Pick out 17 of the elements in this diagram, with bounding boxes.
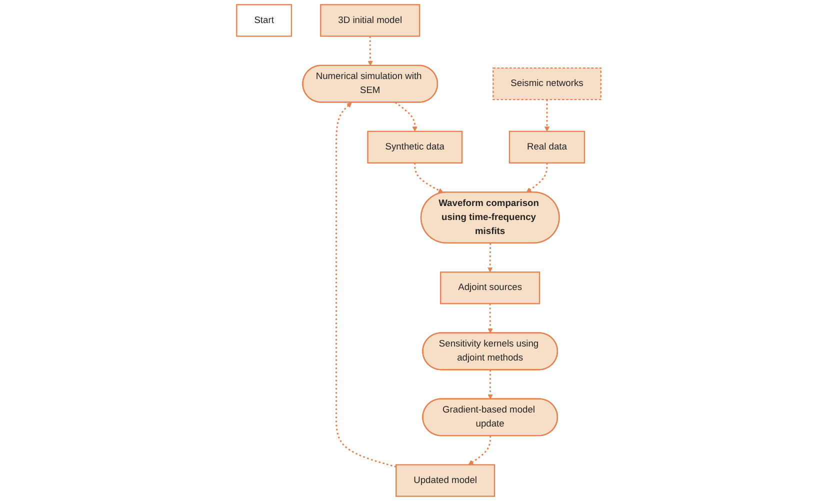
arrow <box>395 102 418 132</box>
arrow <box>414 162 444 193</box>
node-box: Updated model <box>396 464 496 497</box>
arrow <box>526 162 548 193</box>
node-box: Start <box>236 4 292 37</box>
arrow <box>488 370 494 400</box>
arrow <box>544 100 550 132</box>
node-box: Synthetic data <box>367 130 463 164</box>
arrow <box>336 102 397 468</box>
arrow <box>368 36 374 66</box>
node-box: Adjoint sources <box>440 272 540 304</box>
arrow <box>488 243 493 272</box>
node-box: Real data <box>509 130 586 164</box>
node-box: Seismic networks <box>492 67 602 100</box>
node-box: 3D initial model <box>320 4 420 37</box>
arrow <box>488 304 494 334</box>
arrow <box>468 436 492 466</box>
